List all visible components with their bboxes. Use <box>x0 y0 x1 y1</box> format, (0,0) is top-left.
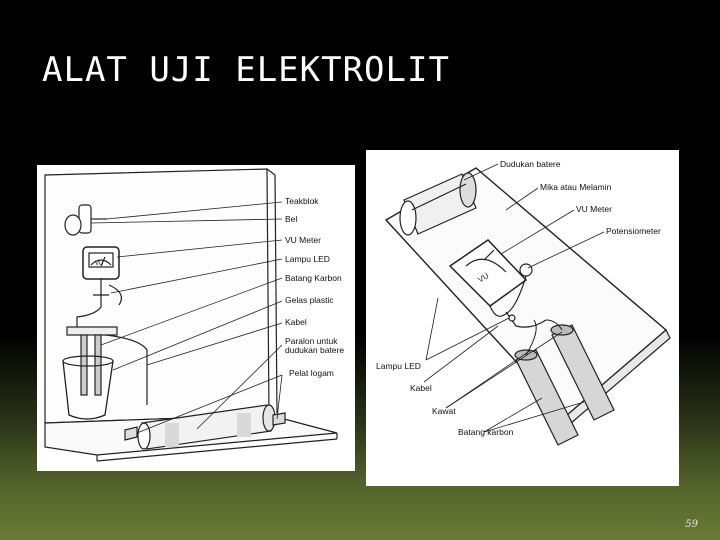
label-teakblok: Teakblok <box>285 196 319 206</box>
left-meter-text: VU <box>95 261 103 267</box>
left-diagram-illustration: VU <box>44 168 338 462</box>
label-batang-karbon: Batang Karbon <box>285 273 342 283</box>
right-diagram-illustration: VU <box>384 163 671 446</box>
label-lampu-led: Lampu LED <box>376 361 421 371</box>
label-potensiometer: Potensiometer <box>606 226 661 236</box>
batang-karbon <box>514 324 615 446</box>
dudukan-batere <box>399 172 477 236</box>
label-dudukan-batere: Dudukan batere <box>500 159 561 169</box>
label-lampu-led: Lampu LED <box>285 254 330 264</box>
label-gelas-plastic: Gelas plastic <box>285 295 334 305</box>
label-mika-atau-melamin: Mika atau Melamin <box>540 182 612 192</box>
label-bel: Bel <box>285 214 298 224</box>
label-paralon-line1: Paralon untuk <box>285 336 338 346</box>
gelas-plastic <box>62 360 114 420</box>
pelat-logam-2 <box>272 412 286 426</box>
label-paralon-line2: dudukan batere <box>285 345 345 355</box>
paralon-tube <box>137 404 276 450</box>
right-diagram-panel: VU Dudukan batere Mika atau Melamin VU M… <box>366 150 679 486</box>
label-kabel: Kabel <box>285 317 307 327</box>
vu-meter <box>448 239 528 307</box>
label-vu-meter: VU Meter <box>576 204 612 214</box>
slide-title: ALAT UJI ELEKTROLIT <box>42 50 450 90</box>
batang-karbon-1 <box>80 334 88 396</box>
label-kabel: Kabel <box>410 383 432 393</box>
label-vu-meter: VU Meter <box>285 235 321 245</box>
label-pelat-logam: Pelat logam <box>289 368 334 378</box>
rod-holder <box>66 326 118 336</box>
potensiometer <box>519 263 533 277</box>
label-batang-karbon: Batang karbon <box>458 427 514 437</box>
left-diagram-panel: VU Teakblok Bel VU Meter Lampu LED Batan… <box>37 165 355 471</box>
page-number: 59 <box>685 519 698 530</box>
lampu-led <box>508 314 516 322</box>
pelat-logam-1 <box>124 426 138 441</box>
label-kawat: Kawat <box>432 406 456 416</box>
